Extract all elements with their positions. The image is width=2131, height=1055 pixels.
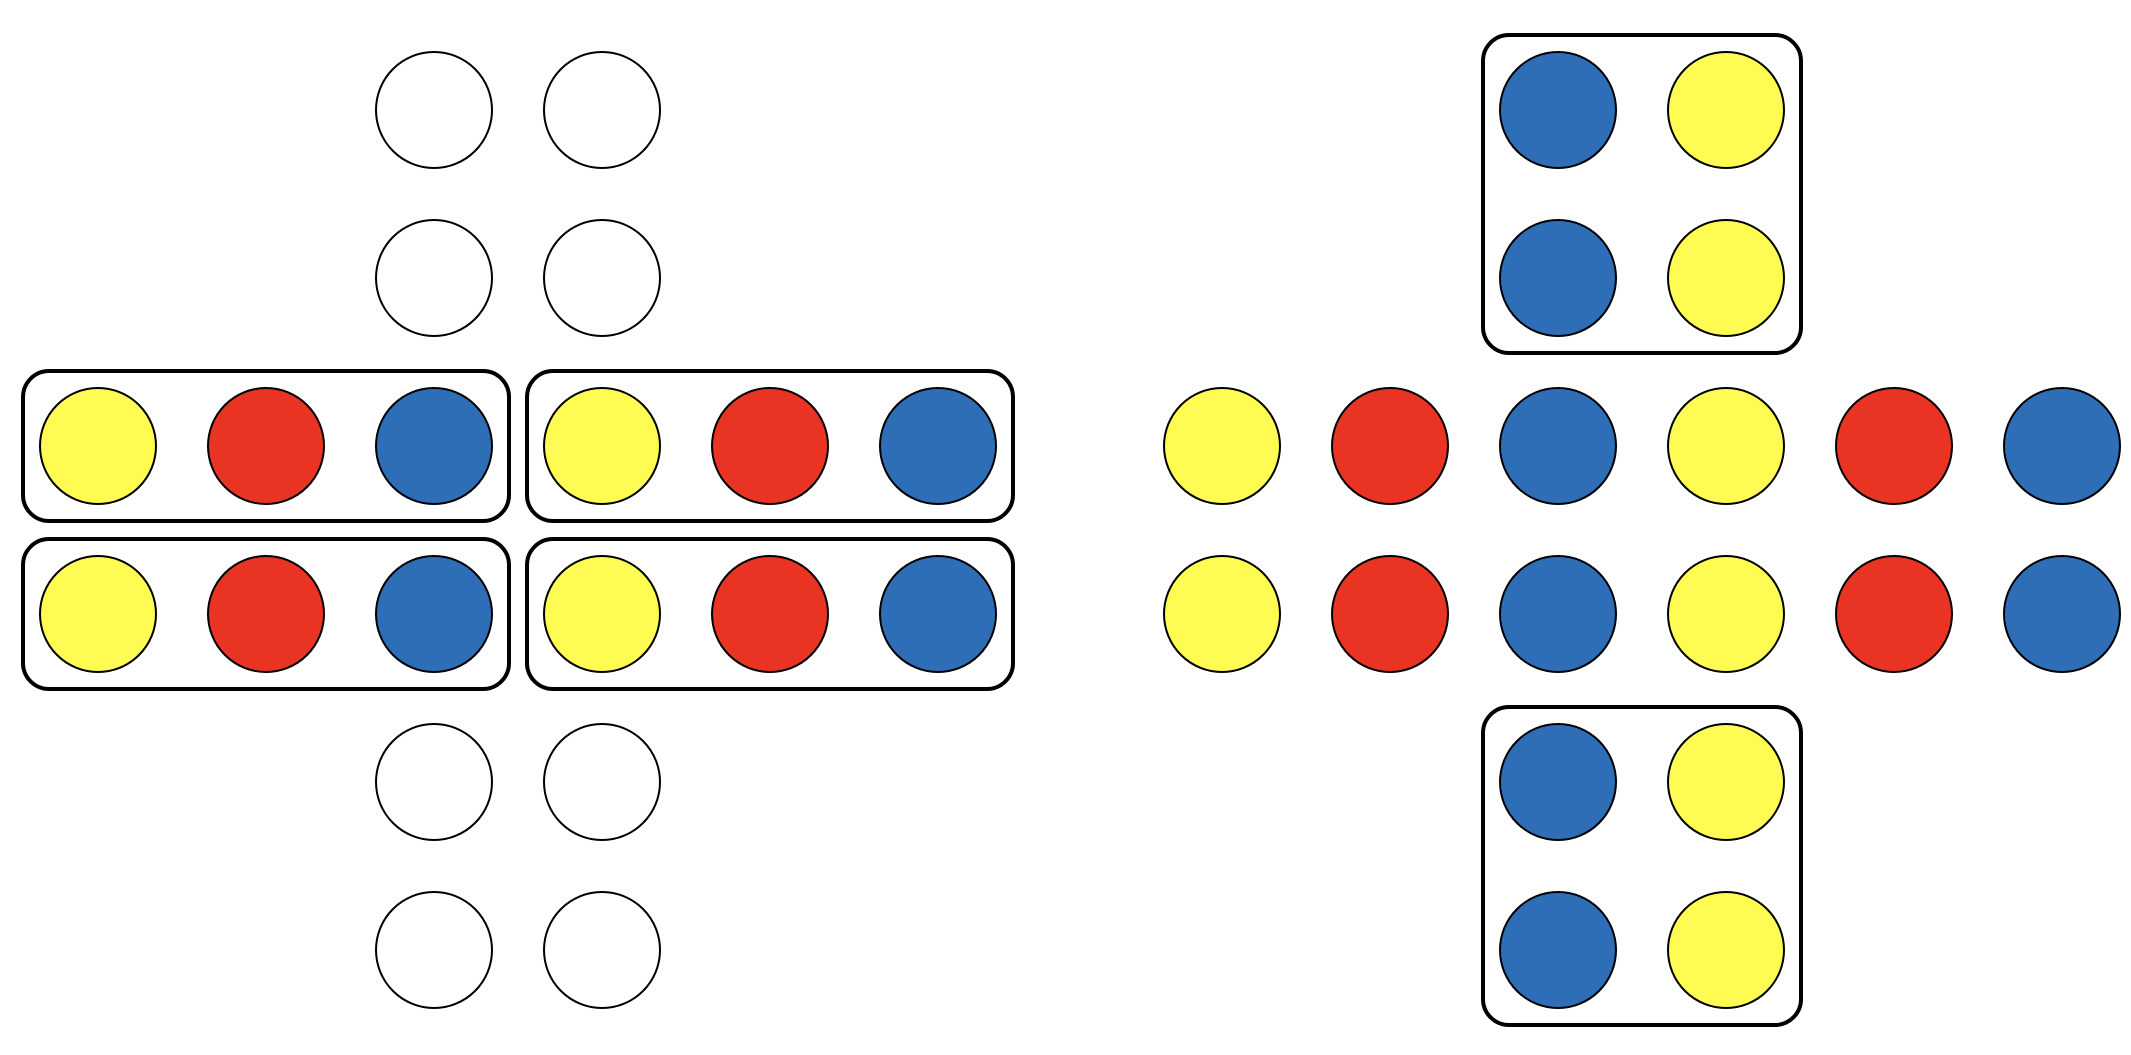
left-group-box bbox=[525, 537, 1015, 691]
yellow-dot bbox=[1667, 891, 1785, 1009]
yellow-dot bbox=[543, 555, 661, 673]
red-dot bbox=[1835, 387, 1953, 505]
left-group-box bbox=[21, 369, 511, 523]
blue-dot bbox=[1499, 219, 1617, 337]
blue-dot bbox=[375, 387, 493, 505]
red-dot bbox=[1331, 387, 1449, 505]
yellow-dot bbox=[1667, 51, 1785, 169]
yellow-dot bbox=[1667, 387, 1785, 505]
yellow-dot bbox=[1667, 555, 1785, 673]
blue-dot bbox=[375, 555, 493, 673]
empty-dot bbox=[375, 723, 493, 841]
yellow-dot bbox=[543, 387, 661, 505]
empty-dot bbox=[543, 219, 661, 337]
yellow-dot bbox=[39, 387, 157, 505]
empty-dot bbox=[375, 51, 493, 169]
empty-dot bbox=[543, 51, 661, 169]
yellow-dot bbox=[1667, 723, 1785, 841]
red-dot bbox=[711, 387, 829, 505]
yellow-dot bbox=[1163, 555, 1281, 673]
red-dot bbox=[207, 555, 325, 673]
left-figure bbox=[21, 51, 1015, 1009]
blue-dot bbox=[879, 387, 997, 505]
red-dot bbox=[207, 387, 325, 505]
empty-dot bbox=[543, 723, 661, 841]
blue-dot bbox=[2003, 387, 2121, 505]
blue-dot bbox=[1499, 555, 1617, 673]
left-group-box bbox=[21, 537, 511, 691]
yellow-dot bbox=[1163, 387, 1281, 505]
empty-dot bbox=[375, 891, 493, 1009]
yellow-dot bbox=[1667, 219, 1785, 337]
red-dot bbox=[1331, 555, 1449, 673]
empty-dot bbox=[543, 891, 661, 1009]
blue-dot bbox=[2003, 555, 2121, 673]
empty-dot bbox=[375, 219, 493, 337]
red-dot bbox=[711, 555, 829, 673]
blue-dot bbox=[1499, 387, 1617, 505]
left-group-box bbox=[525, 369, 1015, 523]
blue-dot bbox=[1499, 51, 1617, 169]
yellow-dot bbox=[39, 555, 157, 673]
blue-dot bbox=[1499, 723, 1617, 841]
right-group-box bbox=[1481, 705, 1803, 1027]
blue-dot bbox=[1499, 891, 1617, 1009]
right-group-box bbox=[1481, 33, 1803, 355]
right-figure bbox=[1163, 33, 2121, 1027]
blue-dot bbox=[879, 555, 997, 673]
red-dot bbox=[1835, 555, 1953, 673]
